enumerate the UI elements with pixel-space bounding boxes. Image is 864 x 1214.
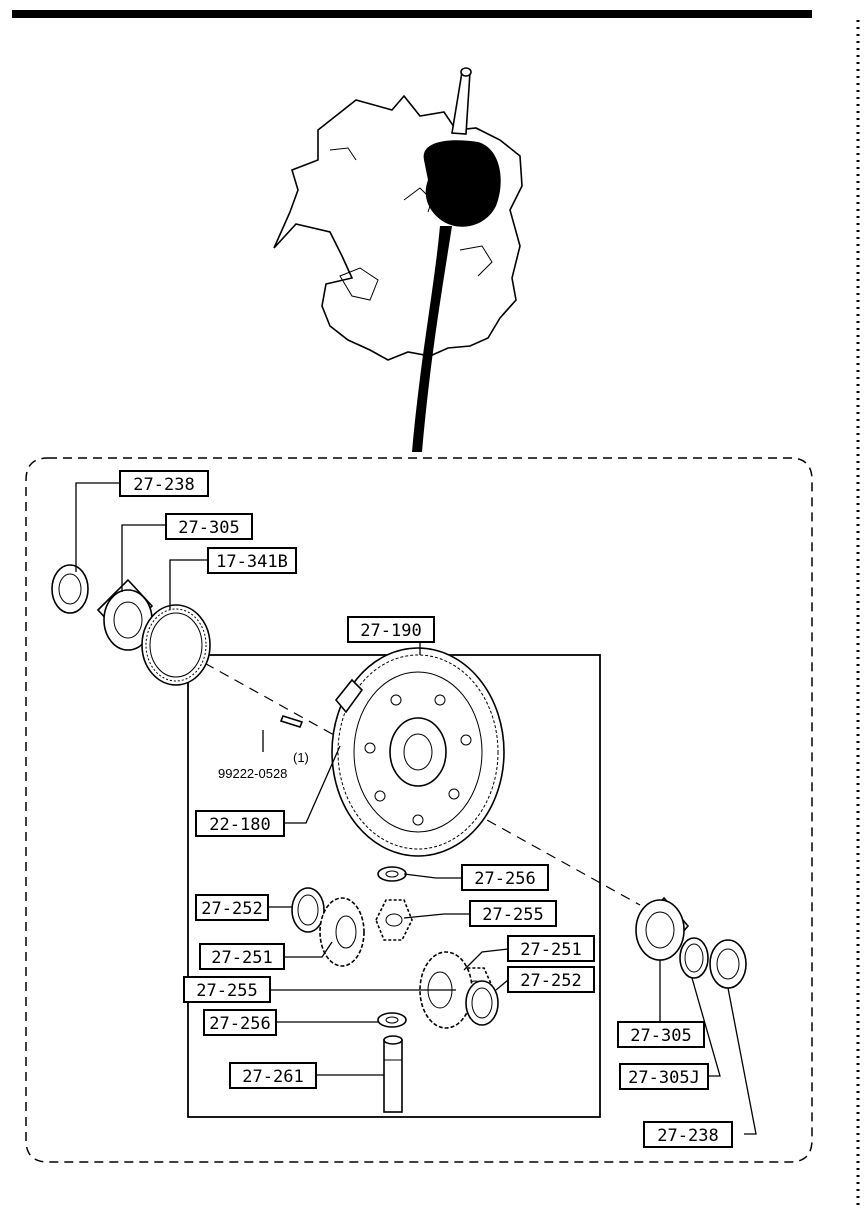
thrust-washer-upper-left [291,887,325,933]
label-27-256-b: 27-256 [203,1009,277,1036]
transaxle-illustration [273,67,523,452]
label-27-261: 27-261 [229,1062,317,1089]
label-27-238-b: 27-238 [643,1121,733,1148]
label-27-252-a: 27-252 [195,894,269,921]
svg-text:27-255: 27-255 [482,905,543,925]
label-27-305-b: 27-305 [617,1021,705,1048]
pinion-shaft [383,1035,403,1113]
label-17-341b: 17-341B [207,547,297,574]
svg-text:27-305: 27-305 [630,1026,691,1046]
oil-seal-right [709,939,747,989]
label-27-255-a: 27-255 [469,900,557,927]
svg-text:27-190: 27-190 [360,621,421,641]
svg-text:27-251: 27-251 [520,940,581,960]
pinion-gear-upper [375,899,413,941]
washer-upper [377,866,407,882]
svg-text:27-255: 27-255 [196,981,257,1001]
washer-lower [377,1012,407,1028]
svg-text:27-305J: 27-305J [628,1068,700,1088]
svg-text:27-238: 27-238 [133,475,194,495]
svg-text:22-180: 22-180 [209,815,270,835]
svg-text:27-305: 27-305 [178,518,239,538]
label-27-251-a: 27-251 [199,943,285,970]
label-27-190: 27-190 [347,616,435,643]
svg-text:27-256: 27-256 [209,1014,270,1034]
thrust-washer-lower-right-inner [471,987,493,1019]
label-27-305j: 27-305J [619,1063,709,1090]
label-27-305-a: 27-305 [165,513,253,540]
bearing-left [96,578,154,651]
svg-text:17-341B: 17-341B [216,552,288,572]
thrust-washer-lower-right [465,980,499,1026]
leader-lines [75,482,757,1135]
ring-gear [331,647,505,857]
adjust-shim-right [679,937,709,979]
label-27-255-b: 27-255 [183,976,271,1003]
label-22-180: 22-180 [195,810,285,837]
thrust-washer-upper-left-inner [297,894,319,926]
pin-quantity: (1) [293,750,309,765]
label-27-252-b: 27-252 [507,966,595,993]
svg-text:27-252: 27-252 [520,971,581,991]
assembly-outline [25,457,813,1163]
svg-text:27-256: 27-256 [474,869,535,889]
bearing-right [635,896,690,961]
washer-upper-inner [385,870,399,878]
pin-part-number: 99222-0528 [218,766,287,781]
header-bar [12,10,812,18]
svg-text:27-251: 27-251 [211,948,272,968]
adjust-shim-left [141,604,211,686]
oil-seal-left [51,564,89,614]
label-27-238-a: 27-238 [119,470,209,497]
label-27-256-a: 27-256 [461,864,549,891]
pin [279,715,304,728]
label-27-251-b: 27-251 [507,935,595,962]
svg-text:27-252: 27-252 [201,899,262,919]
washer-lower-inner [385,1016,399,1024]
svg-text:27-238: 27-238 [657,1126,718,1146]
side-gear-left [319,897,365,967]
svg-text:27-261: 27-261 [242,1067,303,1087]
